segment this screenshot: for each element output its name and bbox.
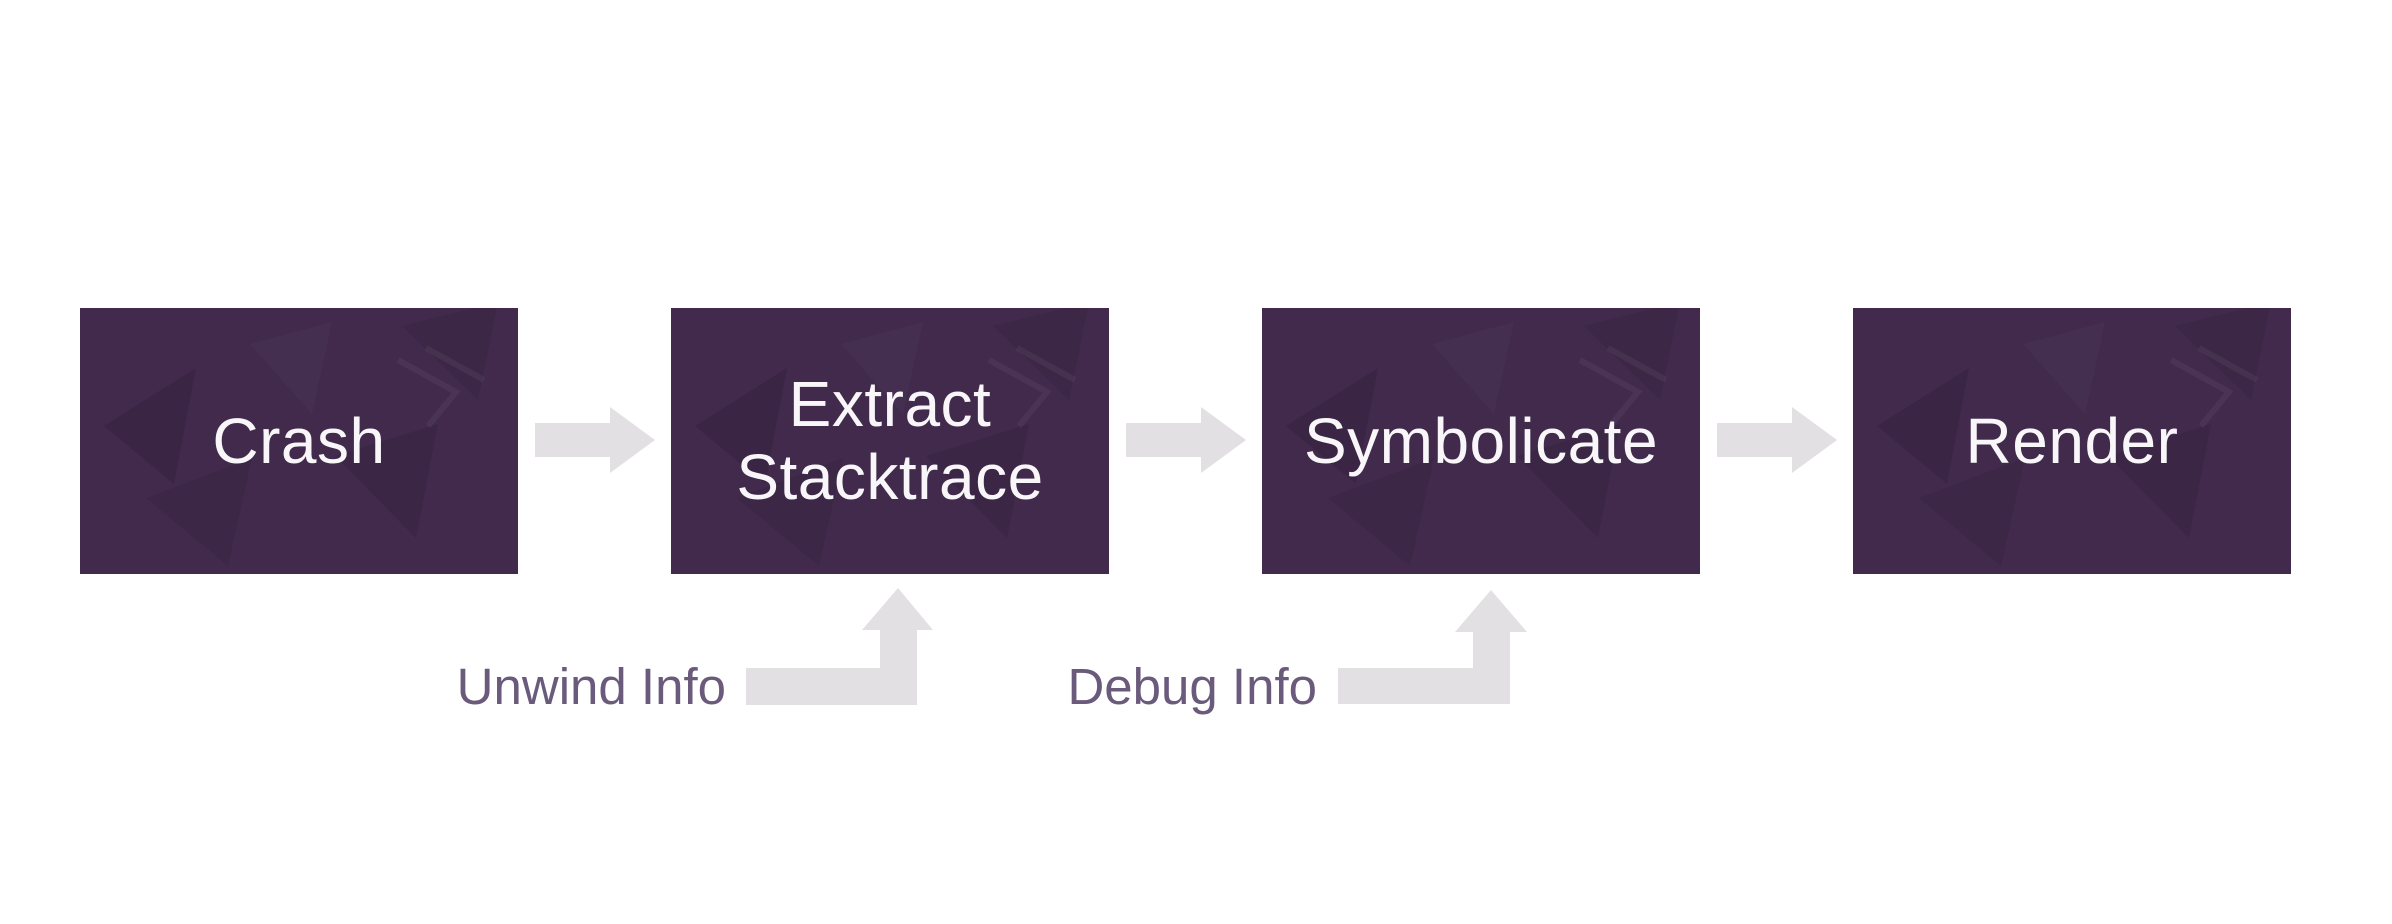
flow-node-label: Symbolicate <box>1303 404 1659 477</box>
flow-node-render: Render <box>1853 308 2291 574</box>
elbow-up-arrow-icon-debug-info <box>1338 590 1527 704</box>
flow-node-label: Crash <box>212 404 386 477</box>
arrow-right-icon-extract-to-symbolicate <box>1126 407 1246 473</box>
arrow-right-icon-symbolicate-to-render <box>1717 407 1837 473</box>
elbow-up-arrow-icon-unwind-info <box>746 588 933 705</box>
flow-node-label: Extract Stacktrace <box>736 368 1044 513</box>
arrow-right-icon-crash-to-extract <box>535 407 655 473</box>
flow-node-crash: Crash <box>80 308 518 574</box>
debug-info-label: Debug Info <box>1067 658 1317 715</box>
unwind-info-label: Unwind Info <box>456 658 726 715</box>
flow-node-label: Render <box>1965 404 2179 477</box>
flow-node-symbolicate: Symbolicate <box>1262 308 1700 574</box>
flow-node-extract-stacktrace: Extract Stacktrace <box>671 308 1109 574</box>
